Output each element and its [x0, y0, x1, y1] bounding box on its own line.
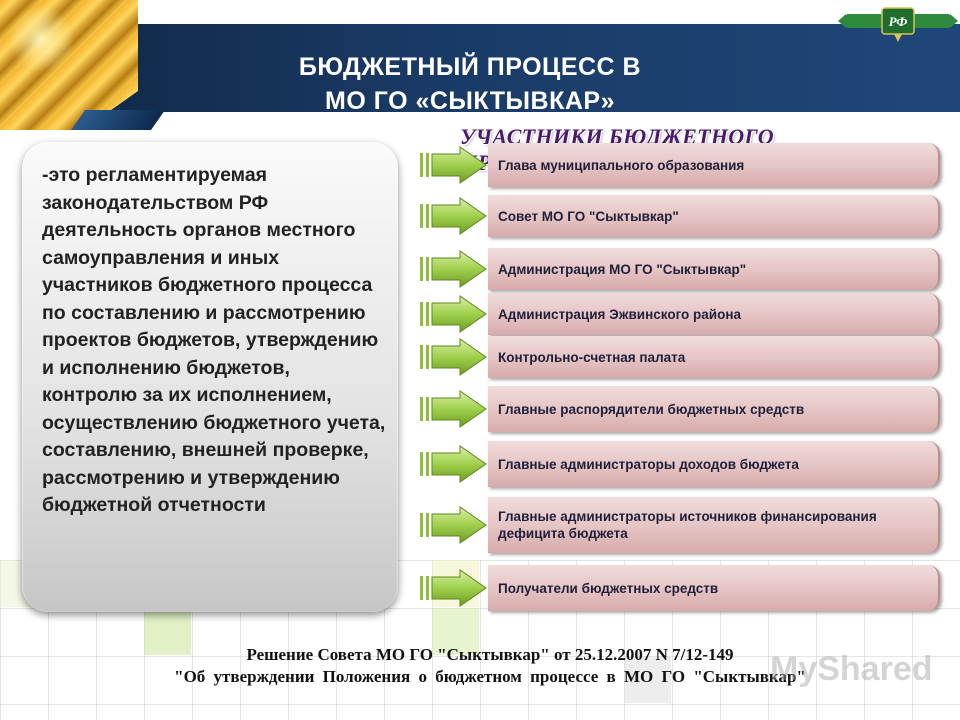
participant-label: Глава муниципального образования [498, 157, 745, 173]
participant-label: Контрольно-счетная палата [498, 349, 686, 365]
participant-bar [488, 497, 940, 553]
arrow-right-icon [420, 390, 487, 428]
footer-line-2: "Об утверждении Положения о бюджетном пр… [174, 667, 806, 686]
participant-item: Глава муниципального образования [418, 143, 940, 187]
arrow-right-icon [420, 250, 487, 288]
grid-tint [432, 608, 479, 655]
grid-tint [144, 608, 191, 655]
participant-label: Главные распорядители бюджетных средств [498, 401, 805, 417]
participant-bar [488, 336, 940, 378]
footer-reference: Решение Совета МО ГО "Сыктывкар" от 25.1… [60, 644, 920, 688]
participant-label: Получатели бюджетных средств [498, 580, 719, 596]
participant-item: Главные администраторы доходов бюджета [418, 441, 940, 487]
emblem-logo: РФ [838, 7, 958, 42]
participant-label: Администрация Эжвинского района [498, 306, 741, 322]
definition-text: -это регламентируемая законодательством … [42, 164, 386, 516]
footer-line-1: Решение Совета МО ГО "Сыктывкар" от 25.1… [246, 645, 734, 664]
header-accent-stripe [70, 110, 166, 130]
definition-card: -это регламентируемая законодательством … [22, 142, 398, 612]
participant-bar [488, 565, 940, 611]
arrow-right-icon [420, 506, 487, 544]
grid-tint [624, 656, 671, 703]
arrow-right-icon [420, 569, 487, 607]
participant-label: Главные администраторы источников финанс… [498, 509, 877, 541]
participant-item: Контрольно-счетная палата [418, 336, 940, 378]
participant-item: Совет МО ГО "Сыктывкар" [418, 195, 940, 237]
participant-item: Получатели бюджетных средств [418, 565, 940, 611]
participant-label: Совет МО ГО "Сыктывкар" [498, 208, 679, 224]
arrow-right-icon [420, 295, 487, 333]
title-line-2: МО ГО «СЫКТЫВКАР» [325, 87, 615, 115]
participant-label: Главные администраторы доходов бюджета [498, 456, 799, 472]
participant-item: Главные администраторы источников финанс… [418, 497, 940, 553]
arrow-right-icon [420, 338, 487, 376]
arrow-right-icon [420, 197, 487, 235]
participant-item: Главные распорядители бюджетных средств [418, 386, 940, 432]
participant-item: Администрация МО ГО "Сыктывкар" [418, 248, 940, 290]
arrow-right-icon [420, 146, 487, 184]
watermark-text: MyShared [770, 650, 933, 688]
arrow-right-icon [420, 445, 487, 483]
participant-bar [488, 248, 940, 290]
emblem-text: РФ [889, 14, 908, 29]
participant-item: Администрация Эжвинского района [418, 293, 940, 335]
participant-bar [488, 293, 940, 335]
participant-bar [488, 143, 940, 187]
participant-bar [488, 441, 940, 487]
header-banner: БЮДЖЕТНЫЙ ПРОЦЕСС В МО ГО «СЫКТЫВКАР» [0, 24, 960, 115]
page-title: БЮДЖЕТНЫЙ ПРОЦЕСС В МО ГО «СЫКТЫВКАР» [160, 50, 780, 118]
participant-bar [488, 195, 940, 237]
participant-label: Администрация МО ГО "Сыктывкар" [498, 261, 747, 277]
title-line-1: БЮДЖЕТНЫЙ ПРОЦЕСС В [298, 53, 642, 81]
participant-bar [488, 386, 940, 432]
